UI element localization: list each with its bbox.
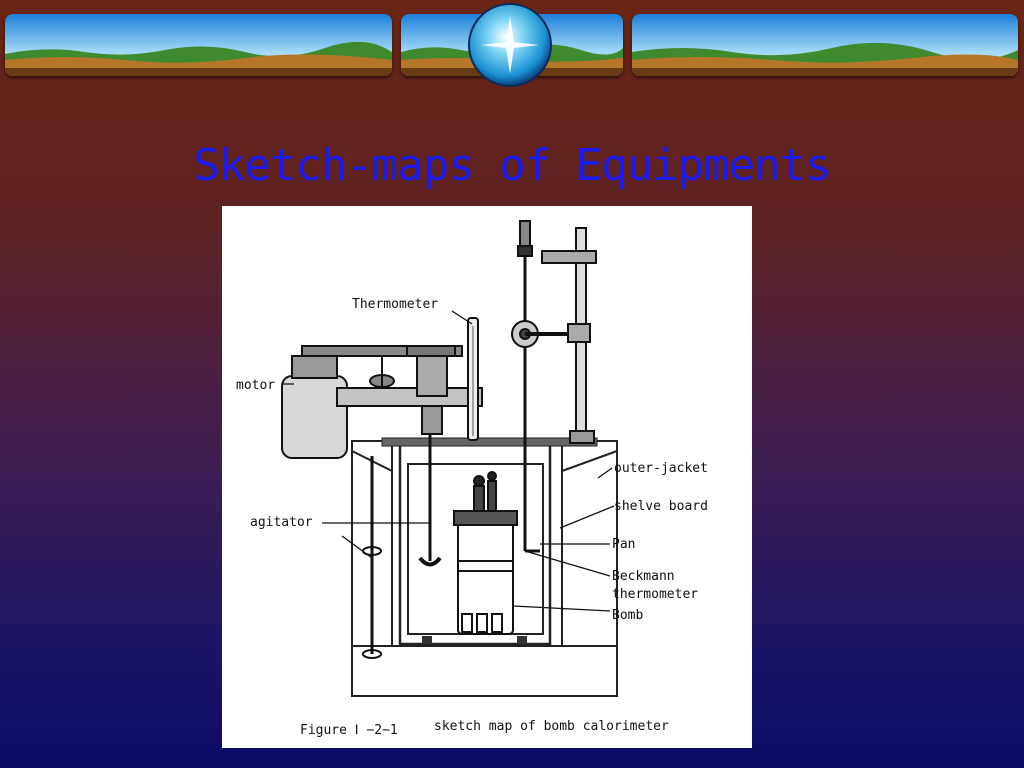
label-outer-jacket: outer-jacket bbox=[614, 461, 708, 476]
inner-container bbox=[398, 442, 552, 646]
label-shelve-board: shelve board bbox=[614, 499, 708, 514]
figure-panel: Thermometer motor agitator outer-jacket … bbox=[222, 206, 752, 748]
label-bomb: Bomb bbox=[612, 608, 643, 623]
label-motor: motor bbox=[236, 378, 275, 393]
label-agitator: agitator bbox=[250, 515, 313, 530]
banner-right bbox=[632, 14, 1018, 76]
label-beckmann-thermometer: thermometer bbox=[612, 587, 698, 602]
calorimeter-diagram: Thermometer motor agitator outer-jacket … bbox=[236, 220, 708, 738]
figure-caption-text: sketch map of bomb calorimeter bbox=[434, 719, 669, 734]
banner-left bbox=[5, 14, 392, 76]
figure-caption-number: Figure Ⅰ −2−1 bbox=[300, 723, 398, 738]
label-pan: Pan bbox=[612, 537, 635, 552]
slide-title: Sketch-maps of Equipments bbox=[193, 140, 831, 191]
label-thermometer: Thermometer bbox=[352, 297, 438, 312]
label-beckmann: Beckmann bbox=[612, 569, 675, 584]
globe-ornament bbox=[467, 2, 553, 88]
